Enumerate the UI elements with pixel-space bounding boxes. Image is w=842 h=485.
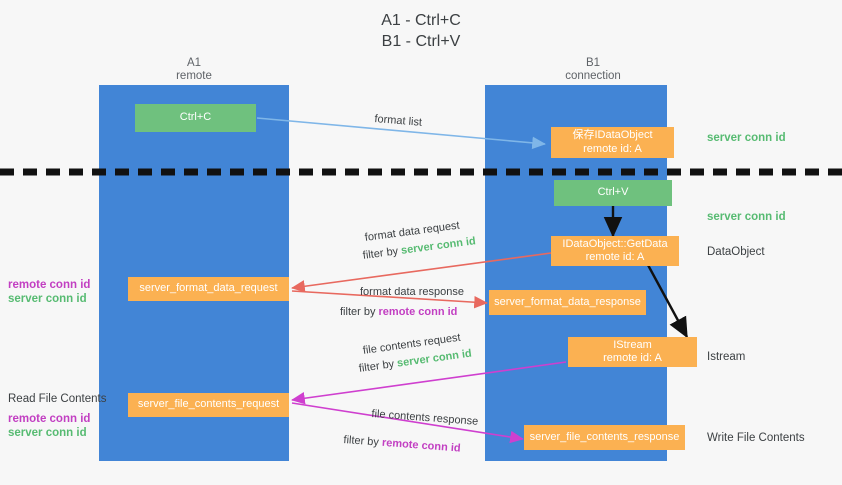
side-label-dataobject-text: DataObject bbox=[707, 246, 765, 258]
side-label-dataobject: DataObject bbox=[707, 245, 765, 259]
lane-a1-name: A1 bbox=[186, 57, 202, 69]
lane-b1-sub: connection bbox=[565, 70, 621, 82]
side-label-write-file-contents: Write File Contents bbox=[707, 431, 805, 445]
side-label-remote-conn-id-upper: remote conn id bbox=[8, 279, 91, 291]
side-label-write-file-contents-text: Write File Contents bbox=[707, 432, 805, 444]
page-title: A1 - Ctrl+C B1 - Ctrl+V bbox=[271, 10, 571, 52]
side-label-server-conn-id-1-text: server conn id bbox=[707, 132, 786, 144]
filter-remote-conn-id-2: remote conn id bbox=[381, 436, 461, 455]
side-label-server-conn-id-1: server conn id bbox=[707, 131, 786, 145]
box-ctrl-c-label: Ctrl+C bbox=[179, 111, 212, 124]
box-idataobject-getdata[interactable]: IDataObject::GetData remote id: A bbox=[551, 236, 679, 266]
box-save-idataobject[interactable]: 保存IDataObject remote id: A bbox=[551, 127, 674, 158]
box-ctrl-c[interactable]: Ctrl+C bbox=[135, 104, 256, 132]
box-ctrl-v-label: Ctrl+V bbox=[597, 186, 629, 199]
side-label-istream-text: Istream bbox=[707, 351, 746, 363]
lane-a1-sub: remote bbox=[176, 70, 212, 82]
arrow-label-format-data-response: format data response bbox=[360, 285, 464, 299]
side-label-server-conn-id-2-text: server conn id bbox=[707, 211, 786, 223]
box-server-file-contents-response-label: server_file_contents_response bbox=[529, 430, 680, 443]
box-istream-line2: remote id: A bbox=[603, 352, 662, 364]
box-ctrl-v[interactable]: Ctrl+V bbox=[554, 180, 672, 206]
box-server-file-contents-request-label: server_file_contents_request bbox=[137, 398, 280, 411]
arrow-label-format-data-response-filter: filter by remote conn id bbox=[340, 305, 457, 319]
box-server-format-data-response-label: server_format_data_response bbox=[494, 295, 641, 308]
box-server-format-data-request[interactable]: server_format_data_request bbox=[128, 277, 289, 301]
side-label-read-file-contents-text: Read File Contents bbox=[8, 393, 107, 405]
title-line-1: A1 - Ctrl+C bbox=[381, 12, 461, 29]
arrow-label-format-list-text: format list bbox=[373, 112, 423, 129]
box-save-idataobject-line1: 保存IDataObject bbox=[572, 129, 653, 141]
arrow-label-format-data-response-text: format data response bbox=[360, 286, 464, 298]
side-label-istream: Istream bbox=[707, 350, 745, 364]
side-label-conn-ids-lower: remote conn id server conn id bbox=[8, 412, 90, 440]
arrow-label-file-contents-response-filter: filter by remote conn id bbox=[343, 433, 461, 456]
box-save-idataobject-line2: remote id: A bbox=[583, 142, 642, 155]
box-getdata-line1: IDataObject::GetData bbox=[562, 237, 668, 250]
side-label-server-conn-id-2: server conn id bbox=[707, 210, 786, 224]
box-server-file-contents-response[interactable]: server_file_contents_response bbox=[524, 425, 685, 450]
title-line-2: B1 - Ctrl+V bbox=[381, 33, 461, 50]
side-label-server-conn-id-lower: server conn id bbox=[8, 427, 87, 439]
side-label-remote-conn-id-lower: remote conn id bbox=[8, 413, 91, 425]
box-getdata-line2: remote id: A bbox=[585, 251, 645, 263]
lane-header-b1: B1 connection bbox=[523, 57, 663, 83]
side-label-read-file-contents: Read File Contents bbox=[8, 392, 106, 406]
arrow-label-file-contents-response-text: file contents response bbox=[371, 407, 479, 428]
side-label-server-conn-id-upper: server conn id bbox=[8, 293, 87, 305]
box-server-format-data-response[interactable]: server_format_data_response bbox=[489, 290, 646, 315]
box-istream-line1: IStream bbox=[613, 338, 652, 351]
filter-by-text-1: filter by bbox=[362, 245, 399, 262]
box-istream[interactable]: IStream remote id: A bbox=[568, 337, 697, 367]
filter-remote-conn-id-1: remote conn id bbox=[378, 306, 458, 318]
filter-by-text-4: filter by bbox=[343, 433, 380, 449]
side-label-conn-ids-upper: remote conn id server conn id bbox=[8, 278, 90, 306]
arrow-label-file-contents-response: file contents response bbox=[371, 407, 479, 429]
box-server-file-contents-request[interactable]: server_file_contents_request bbox=[128, 393, 289, 417]
lane-b1-name: B1 bbox=[585, 57, 601, 69]
filter-by-text-3: filter by bbox=[358, 358, 395, 375]
filter-by-text-2: filter by bbox=[340, 306, 376, 318]
lane-header-a1: A1 remote bbox=[124, 57, 264, 83]
box-server-format-data-request-label: server_format_data_request bbox=[139, 282, 278, 295]
arrow-label-format-list: format list bbox=[374, 112, 423, 130]
